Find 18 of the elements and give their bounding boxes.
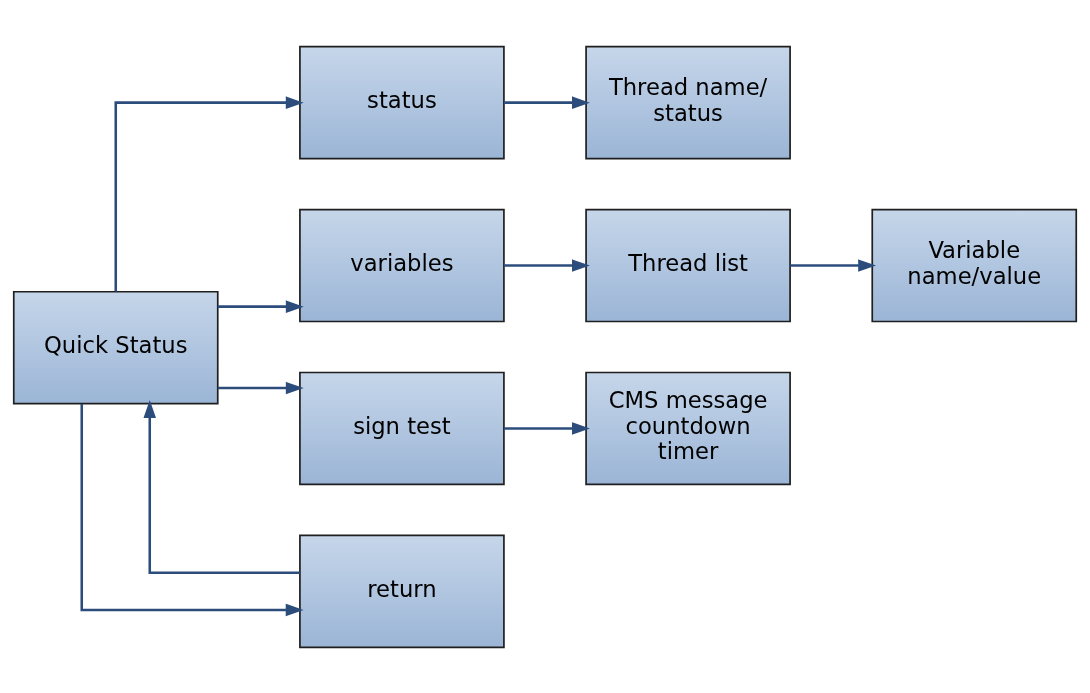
node-box: Quick Status	[12, 290, 219, 405]
arrow	[217, 381, 304, 394]
node-box: CMS message countdown timer	[585, 371, 791, 485]
node-box: Variable name/value	[871, 208, 1078, 322]
arrow	[114, 95, 304, 291]
node-box: Thread list	[585, 208, 791, 322]
node-box: Thread name/ status	[585, 45, 791, 159]
arrow	[504, 421, 590, 435]
node-box: status	[299, 45, 505, 159]
arrow	[143, 399, 300, 574]
arrow	[790, 258, 877, 272]
node-box: variables	[299, 208, 505, 322]
arrow	[504, 258, 590, 272]
node-box: sign test	[299, 371, 505, 485]
arrow	[80, 403, 304, 616]
arrow	[217, 299, 304, 313]
node-box: return	[299, 534, 505, 648]
arrow	[504, 95, 590, 109]
